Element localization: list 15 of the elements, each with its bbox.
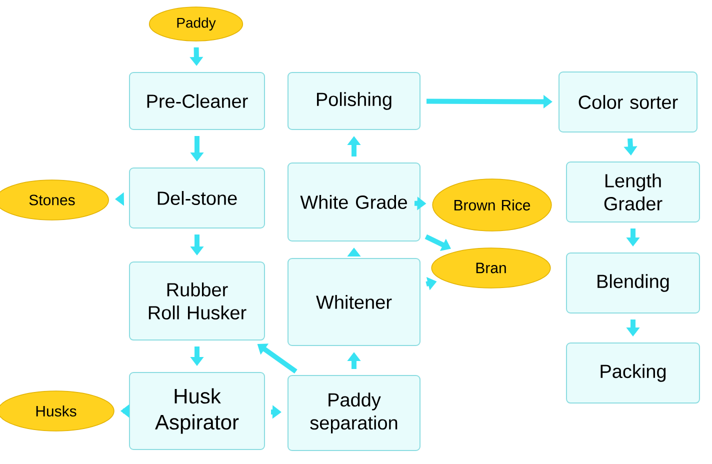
process-box: Pre-Cleaner: [129, 72, 265, 130]
product-oval: Bran: [431, 248, 551, 288]
process-box: Rubber Roll Husker: [129, 262, 265, 340]
process-box: Packing: [566, 342, 700, 404]
process-box: Del-stone: [129, 168, 265, 228]
process-box: Husk Aspirator: [129, 372, 265, 450]
product-oval: Paddy: [148, 6, 244, 42]
process-box: Polishing: [288, 72, 420, 130]
process-box: Whitener: [288, 258, 420, 346]
process-box: Color sorter: [558, 72, 698, 132]
process-box: Blending: [566, 252, 700, 314]
process-box: Length Grader: [566, 162, 700, 222]
process-box: White Grade: [288, 162, 420, 242]
product-oval: Brown Rice: [432, 178, 552, 232]
process-box: Paddy separation: [288, 375, 420, 451]
